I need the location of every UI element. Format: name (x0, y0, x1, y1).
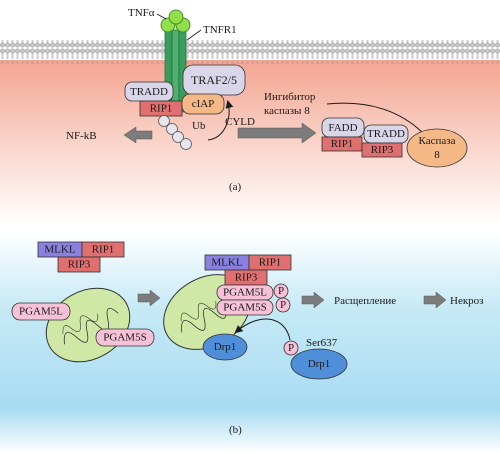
cyld-label: CYLD (225, 116, 255, 128)
pgam5s-right-label: PGAM5S (223, 302, 266, 314)
rip3-protein-left: RIP3 (57, 256, 101, 273)
cell-membrane (0, 40, 500, 64)
rip3-protein-right: RIP3 (224, 269, 268, 286)
inhibitor-label-line1: Ингибитор (264, 91, 316, 103)
phospho-badge-2: P (275, 297, 291, 313)
fadd-label: FADD (328, 122, 357, 134)
panel-a: TNFα TNFR1 TRADD TRAF2/5 RIP1 cIAP (0, 7, 500, 225)
ciap-label: cIAP (192, 98, 215, 110)
rip1-protein: RIP1 (139, 100, 183, 117)
complex-transition-arrow (237, 122, 317, 144)
tnfa-label: TNFα (128, 7, 155, 19)
caspase-label-line2: 8 (434, 149, 440, 161)
drp1-phosphorylated-label: Drp1 (308, 358, 331, 370)
nfkb-arrow (123, 126, 153, 144)
cleavage-label: Расщепление (334, 295, 396, 307)
ciap-protein: cIAP (181, 93, 225, 115)
ub-label: Ub (192, 120, 206, 132)
drp1-phosphorylated-protein: Drp1 (290, 348, 348, 380)
transition-arrow-2 (301, 291, 325, 309)
mlkl-protein-left: MLKL (37, 241, 83, 258)
rip1-complex2-label: RIP1 (331, 138, 354, 150)
tradd2-label: TRADD (367, 128, 405, 140)
panel-b-caption: (b) (229, 424, 242, 436)
rip1-protein-complex2: RIP1 (321, 136, 363, 152)
nfkb-label: NF-kB (66, 130, 97, 142)
mlkl-protein-right: MLKL (204, 254, 250, 271)
inhibitor-label-line2: каспазы 8 (264, 105, 310, 117)
rip3-left-label: RIP3 (68, 259, 91, 271)
pgam5s-left-label: PGAM5S (103, 332, 146, 344)
drp1-protein: Drp1 (202, 333, 248, 361)
drp1-label: Drp1 (214, 341, 237, 353)
phospho-badge-1: P (273, 283, 289, 299)
rip1-right-label: RIP1 (259, 257, 282, 269)
cyld-curved-arrow (207, 100, 234, 141)
tnfa-ligand (160, 9, 191, 33)
tradd-protein: TRADD (124, 81, 174, 102)
phospho-badge-drp1-label: P (288, 342, 294, 354)
panel-b: MLKL RIP1 RIP3 PGAM5L PGAM5S (0, 232, 500, 453)
pgam5l-right-label: PGAM5L (223, 287, 267, 299)
traf25-protein: TRAF2/5 (182, 64, 246, 96)
transition-arrow-1 (137, 289, 161, 307)
ser637-label: Ser637 (306, 337, 338, 349)
ubiquitin-chain (158, 115, 192, 150)
traf25-label: TRAF2/5 (191, 73, 237, 87)
phospho-badge-drp1: P (283, 340, 299, 356)
rip1-left-label: RIP1 (92, 244, 115, 256)
pgam5l-left-label: PGAM5L (19, 306, 63, 318)
phospho-badge-2-label: P (280, 299, 286, 311)
panel-a-caption: (a) (229, 181, 242, 193)
tradd2-protein: TRADD (363, 124, 409, 144)
rip1-protein-left: RIP1 (81, 241, 125, 258)
mlkl-left-label: MLKL (44, 244, 75, 256)
tnfr1-label: TNFR1 (203, 24, 237, 36)
rip3-protein-complex2: RIP3 (361, 142, 403, 158)
tradd-label: TRADD (130, 86, 168, 98)
tnfa-pointer (156, 13, 167, 20)
caspase-label-line1: Каспаза (419, 135, 456, 147)
pgam5s-protein-left: PGAM5S (95, 328, 155, 347)
rip1-protein-right: RIP1 (248, 254, 292, 271)
rip1-label: RIP1 (150, 103, 173, 115)
pgam5l-protein-right: PGAM5L (216, 284, 274, 301)
dephosphorylation-arrow (234, 318, 291, 341)
rip3-right-label: RIP3 (235, 272, 258, 284)
phospho-badge-1-label: P (278, 285, 284, 297)
rip3-complex2-label: RIP3 (371, 144, 394, 156)
mlkl-right-label: MLKL (211, 257, 242, 269)
transition-arrow-3 (423, 291, 447, 309)
fadd-protein: FADD (321, 117, 365, 138)
inhibition-line (326, 102, 429, 139)
necrosis-label: Некроз (450, 295, 484, 307)
pgam5l-protein-left: PGAM5L (11, 302, 71, 321)
pgam5s-protein-right: PGAM5S (216, 299, 274, 316)
tnfr1-pointer (186, 29, 202, 41)
caspase8-protein: Каспаза 8 (406, 128, 468, 168)
